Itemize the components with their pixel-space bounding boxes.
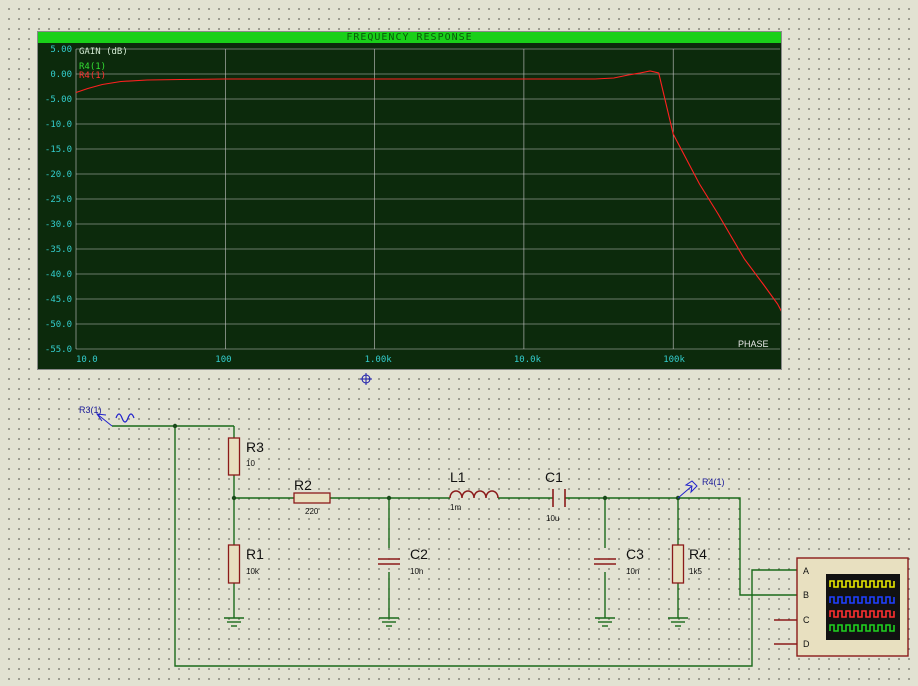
y-tick-label: -45.0	[45, 295, 72, 305]
resistor-r4[interactable]: R4 1k5	[671, 544, 708, 584]
y-tick-label: -30.0	[45, 220, 72, 230]
graph-plot: 5.00 0.00 -5.00 -10.0 -15.0 -20.0 -25.0 -30.0 -3…	[45, 45, 781, 365]
x-tick-label: 10.0k	[514, 355, 542, 365]
oscilloscope[interactable]: A B C D	[774, 557, 909, 657]
x-tick-label: 100k	[663, 355, 685, 365]
r3-value: 10	[246, 459, 255, 468]
x-tick-label: 100	[215, 355, 231, 365]
r3-ref: R3	[246, 439, 264, 455]
probe-label-output: R4(1)	[702, 477, 725, 487]
x-tick-label: 10.0	[76, 355, 98, 365]
osc-channel-b: B	[803, 590, 809, 600]
capacitor-c3[interactable]: C3 10n	[594, 546, 644, 576]
c1-value: 10u	[546, 514, 559, 523]
resistor-r1[interactable]: R1 10k	[227, 544, 265, 584]
sine-source-icon	[115, 413, 135, 423]
ground-icon	[224, 617, 244, 627]
output-probe[interactable]: R4(1)	[677, 477, 725, 499]
axis-label-gain: GAIN (dB)	[79, 47, 128, 57]
osc-channel-d: D	[803, 639, 810, 649]
c3-ref: C3	[626, 546, 644, 562]
y-tick-label: -40.0	[45, 270, 72, 280]
r1-ref: R1	[246, 546, 264, 562]
l1-ref: L1	[450, 469, 466, 485]
osc-trace	[829, 624, 895, 632]
l1-value: 1m	[450, 503, 461, 512]
legend-r4-green: R4(1)	[79, 62, 106, 72]
y-tick-label: -35.0	[45, 245, 72, 255]
y-tick-label: 0.00	[50, 70, 72, 80]
ground-icon	[668, 617, 688, 627]
c1-ref: C1	[545, 469, 563, 485]
y-tick-label: 5.00	[50, 45, 72, 55]
osc-channel-a: A	[803, 566, 809, 576]
frequency-response-graph[interactable]: FREQUENCY RESPONSE 5.00 0.00 -5.00 -10.0 -15…	[37, 31, 782, 370]
oscilloscope-screen	[826, 574, 900, 640]
inductor-l1[interactable]: L1 1m	[449, 469, 499, 512]
ground-symbols	[224, 617, 688, 627]
osc-channel-c: C	[803, 615, 810, 625]
osc-trace	[829, 580, 895, 588]
ground-icon	[595, 617, 615, 627]
osc-trace	[829, 596, 895, 604]
c2-value: 10n	[410, 567, 423, 576]
ground-icon	[379, 617, 399, 627]
source-probe[interactable]: R3(1)	[79, 405, 135, 427]
legend-r4-red: R4(1)	[79, 71, 106, 81]
capacitor-c2[interactable]: C2 10n	[378, 546, 428, 576]
r2-ref: R2	[294, 477, 312, 493]
y-tick-label: -25.0	[45, 195, 72, 205]
probe-label-source: R3(1)	[79, 405, 102, 415]
r1-value: 10k	[246, 567, 260, 576]
graph-title: FREQUENCY RESPONSE	[38, 32, 781, 43]
r4-value: 1k5	[689, 567, 702, 576]
r2-value: 220	[305, 507, 319, 516]
phase-label: PHASE	[738, 339, 769, 349]
y-tick-label: -5.00	[45, 95, 72, 105]
y-tick-label: -50.0	[45, 320, 72, 330]
osc-trace	[829, 610, 895, 618]
c2-ref: C2	[410, 546, 428, 562]
trace-r4	[75, 70, 781, 312]
r4-ref: R4	[689, 546, 707, 562]
y-tick-label: -15.0	[45, 145, 72, 155]
y-tick-label: -10.0	[45, 120, 72, 130]
origin-marker-icon[interactable]	[360, 373, 372, 385]
capacitor-c1[interactable]: C1 10u	[545, 469, 566, 523]
resistor-r2[interactable]: R2 220	[293, 477, 331, 516]
y-tick-label: -55.0	[45, 345, 72, 355]
y-tick-label: -20.0	[45, 170, 72, 180]
oscilloscope-waves-icon	[829, 580, 895, 632]
resistor-r3[interactable]: R3 10	[227, 437, 265, 476]
c3-value: 10n	[626, 567, 639, 576]
x-tick-label: 1.00k	[365, 355, 393, 365]
